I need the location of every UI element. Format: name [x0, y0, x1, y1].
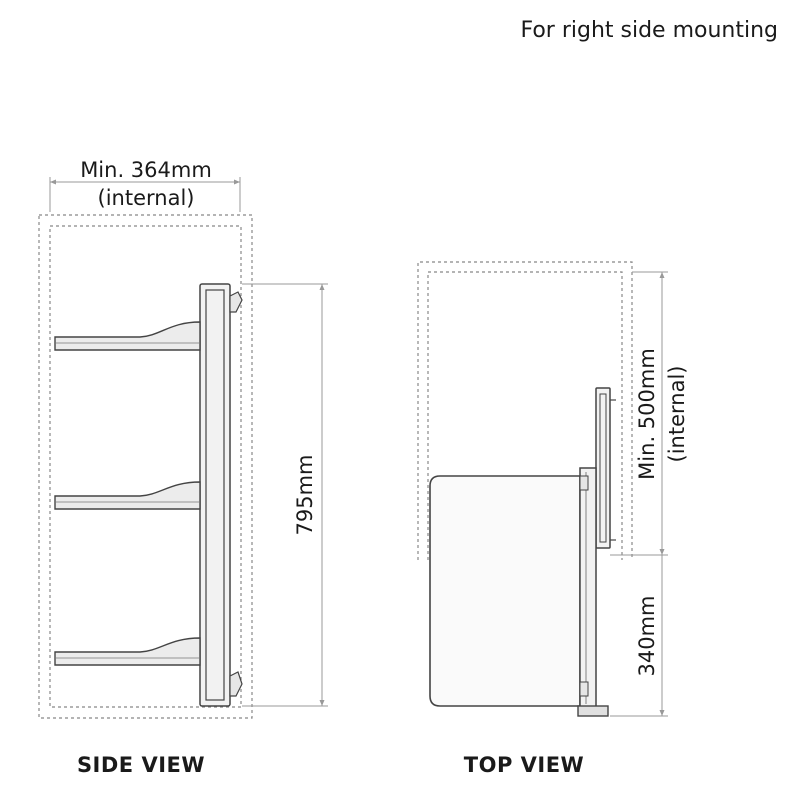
width-dimension: Min. 364mm (internal) [49, 158, 241, 212]
side-view-caption: SIDE VIEW [77, 753, 205, 777]
extension-dimension: 340mm [610, 555, 668, 717]
depth-label: Min. 500mm [635, 348, 659, 480]
width-label: Min. 364mm [80, 158, 212, 182]
extension-label: 340mm [635, 596, 659, 677]
depth-internal-label: (internal) [665, 366, 689, 463]
top-basket [429, 467, 609, 717]
shelf-top [54, 321, 201, 351]
top-cabinet [417, 261, 633, 560]
height-dimension: 795mm [242, 283, 328, 707]
top-runner [595, 387, 616, 549]
width-internal-label: (internal) [98, 186, 195, 210]
height-label: 795mm [293, 455, 317, 536]
shelf-middle [54, 481, 201, 510]
top-view-caption: TOP VIEW [464, 753, 584, 777]
side-frame [199, 283, 243, 707]
top-view: Min. 500mm (internal) 340mm TOP VIEW [417, 261, 689, 777]
depth-dimension: Min. 500mm (internal) [610, 271, 689, 556]
mounting-note: For right side mounting [520, 18, 778, 43]
side-view: Min. 364mm (internal) [38, 158, 328, 777]
shelf-bottom [54, 637, 201, 666]
side-cabinet [38, 214, 253, 719]
